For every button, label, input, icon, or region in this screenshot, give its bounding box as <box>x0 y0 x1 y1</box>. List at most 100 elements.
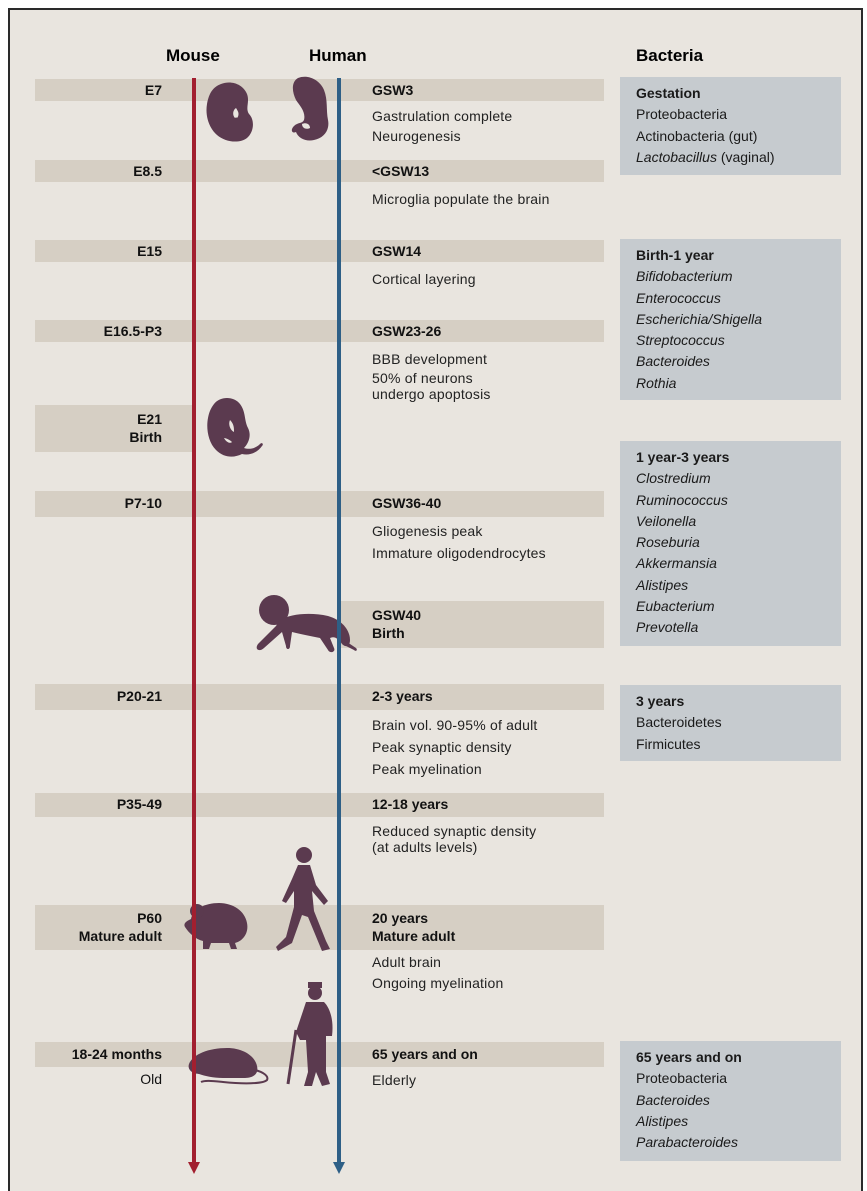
stage-band <box>35 684 604 710</box>
human-stage-description: Gastrulation complete Neurogenesis <box>372 106 512 146</box>
human-stage-label: Mature adult <box>372 928 456 944</box>
human-stage-label: Birth <box>372 625 405 641</box>
elderly-man-with-cane-icon <box>286 982 333 1086</box>
description-line: Microglia populate the brain <box>372 191 550 207</box>
human-stage-description: Adult brain Ongoing myelination <box>372 952 503 994</box>
description-line: Reduced synaptic density <box>372 823 537 839</box>
mouse-stage-label: P20-21 <box>116 688 162 704</box>
description-line: Adult brain <box>372 954 442 970</box>
taxon-name: Bacteroidetes <box>636 714 722 731</box>
bacteria-taxon: Rothia <box>636 373 841 394</box>
description-line: BBB development <box>372 351 488 367</box>
mouse-stage-label: E8.5 <box>133 163 162 179</box>
bacteria-header: Bacteria <box>636 46 704 65</box>
description-line: undergo apoptosis <box>372 386 491 402</box>
mouse-stage-label: E16.5-P3 <box>103 323 162 339</box>
bacteria-taxon: Clostredium <box>636 468 841 489</box>
mouse-stage-label: E21 <box>137 411 162 427</box>
taxon-name: Roseburia <box>636 534 700 551</box>
taxon-name: Proteobacteria <box>636 106 728 123</box>
mouse-stage-label: E7 <box>144 82 162 98</box>
description-line: Elderly <box>372 1072 417 1088</box>
description-line: Neurogenesis <box>372 128 461 144</box>
taxon-name: Proteobacteria <box>636 1070 728 1087</box>
description-line: Gliogenesis peak <box>372 523 483 539</box>
taxon-name: Veilonella <box>636 512 697 529</box>
human-timeline-axis <box>337 78 341 1164</box>
taxon-name: Alistipes <box>636 1112 689 1129</box>
mouse-timeline-axis <box>192 78 196 1164</box>
description-line: Peak synaptic density <box>372 739 512 755</box>
human-stage-description: Reduced synaptic density (at adults leve… <box>372 823 536 855</box>
stage-band <box>35 793 604 817</box>
mouse-stage-label: Old <box>140 1071 162 1087</box>
bacteria-taxon: Prevotella <box>636 617 841 638</box>
human-stage-description: Brain vol. 90-95% of adult Peak synaptic… <box>372 714 538 780</box>
bacteria-box-title: Gestation <box>636 85 701 101</box>
description-line: Ongoing myelination <box>372 975 504 991</box>
walking-adult-icon <box>276 847 330 951</box>
taxon-name: Alistipes <box>636 576 689 593</box>
taxon-name: Eubacterium <box>636 598 715 615</box>
taxon-name: Rothia <box>636 374 677 391</box>
bacteria-taxon: Proteobacteria <box>636 1068 841 1089</box>
taxon-name: Bacteroides <box>636 1091 710 1108</box>
stage-band <box>35 491 604 517</box>
bacteria-taxon: Akkermansia <box>636 553 841 574</box>
human-stage-description: Gliogenesis peak Immature oligodendrocyt… <box>372 520 546 564</box>
bacteria-taxon: Alistipes <box>636 1111 841 1132</box>
human-stage-description: Microglia populate the brain <box>372 189 550 209</box>
bacteria-box-title: Birth-1 year <box>636 247 714 263</box>
human-stage-label: GSW40 <box>372 607 422 623</box>
human-stage-description: Elderly <box>372 1070 416 1090</box>
bacteria-taxon: Roseburia <box>636 532 841 553</box>
stage-band <box>35 320 604 342</box>
crawling-infant-icon <box>256 595 357 653</box>
bacteria-taxon: Eubacterium <box>636 596 841 617</box>
taxon-name: Bacteroides <box>636 353 710 370</box>
taxon-name: Parabacteroides <box>636 1134 738 1151</box>
description-line: Cortical layering <box>372 271 476 287</box>
description-line: Gastrulation complete <box>372 108 513 124</box>
human-stage-label: <GSW13 <box>372 163 430 179</box>
bacteria-taxon: Actinobacteria (gut) <box>636 126 841 147</box>
human-stage-label: GSW14 <box>372 243 422 259</box>
human-stage-description: BBB development 50% of neurons undergo a… <box>372 350 491 402</box>
taxon-name: Akkermansia <box>636 555 717 572</box>
bacteria-taxon: Firmicutes <box>636 734 841 755</box>
mouse-stage-label: P7-10 <box>124 495 162 511</box>
description-line: Brain vol. 90-95% of adult <box>372 717 538 733</box>
old-mouse-icon <box>188 1048 269 1085</box>
bacteria-taxon: Bacteroides <box>636 351 841 372</box>
taxon-name: Ruminococcus <box>636 491 728 508</box>
taxon-name: Clostredium <box>636 470 711 487</box>
bacteria-taxon: Escherichia/Shigella <box>636 309 841 330</box>
human-embryo-icon <box>291 76 329 141</box>
taxon-name: Actinobacteria (gut) <box>636 127 758 144</box>
taxon-name: Prevotella <box>636 619 699 636</box>
bacteria-taxon: Bifidobacterium <box>636 266 841 287</box>
human-birth-band <box>340 601 604 648</box>
taxon-name: Lactobacillus <box>636 148 717 165</box>
mouse-stage-label: 18-24 months <box>71 1046 162 1062</box>
mouse-stage-label: P35-49 <box>116 796 162 812</box>
bacteria-taxon: Streptococcus <box>636 330 841 351</box>
mouse-header: Mouse <box>166 46 220 65</box>
bacteria-box-title: 1 year-3 years <box>636 449 730 465</box>
mouse-axis-arrowhead <box>188 1162 200 1174</box>
bacteria-taxon: Enterococcus <box>636 288 841 309</box>
stage-band <box>35 240 604 262</box>
taxon-name: Bifidobacterium <box>636 268 733 285</box>
human-stage-label: GSW36-40 <box>372 495 442 511</box>
taxon-suffix: (vaginal) <box>716 148 775 165</box>
mouse-stage-label: E15 <box>137 243 162 259</box>
bacteria-taxon: Ruminococcus <box>636 490 841 511</box>
human-stage-label: 20 years <box>372 910 429 926</box>
description-line: Immature oligodendrocytes <box>372 545 546 561</box>
bacteria-taxon: Bacteroides <box>636 1090 841 1111</box>
human-stage-label: GSW3 <box>372 82 414 98</box>
human-header: Human <box>309 46 367 65</box>
